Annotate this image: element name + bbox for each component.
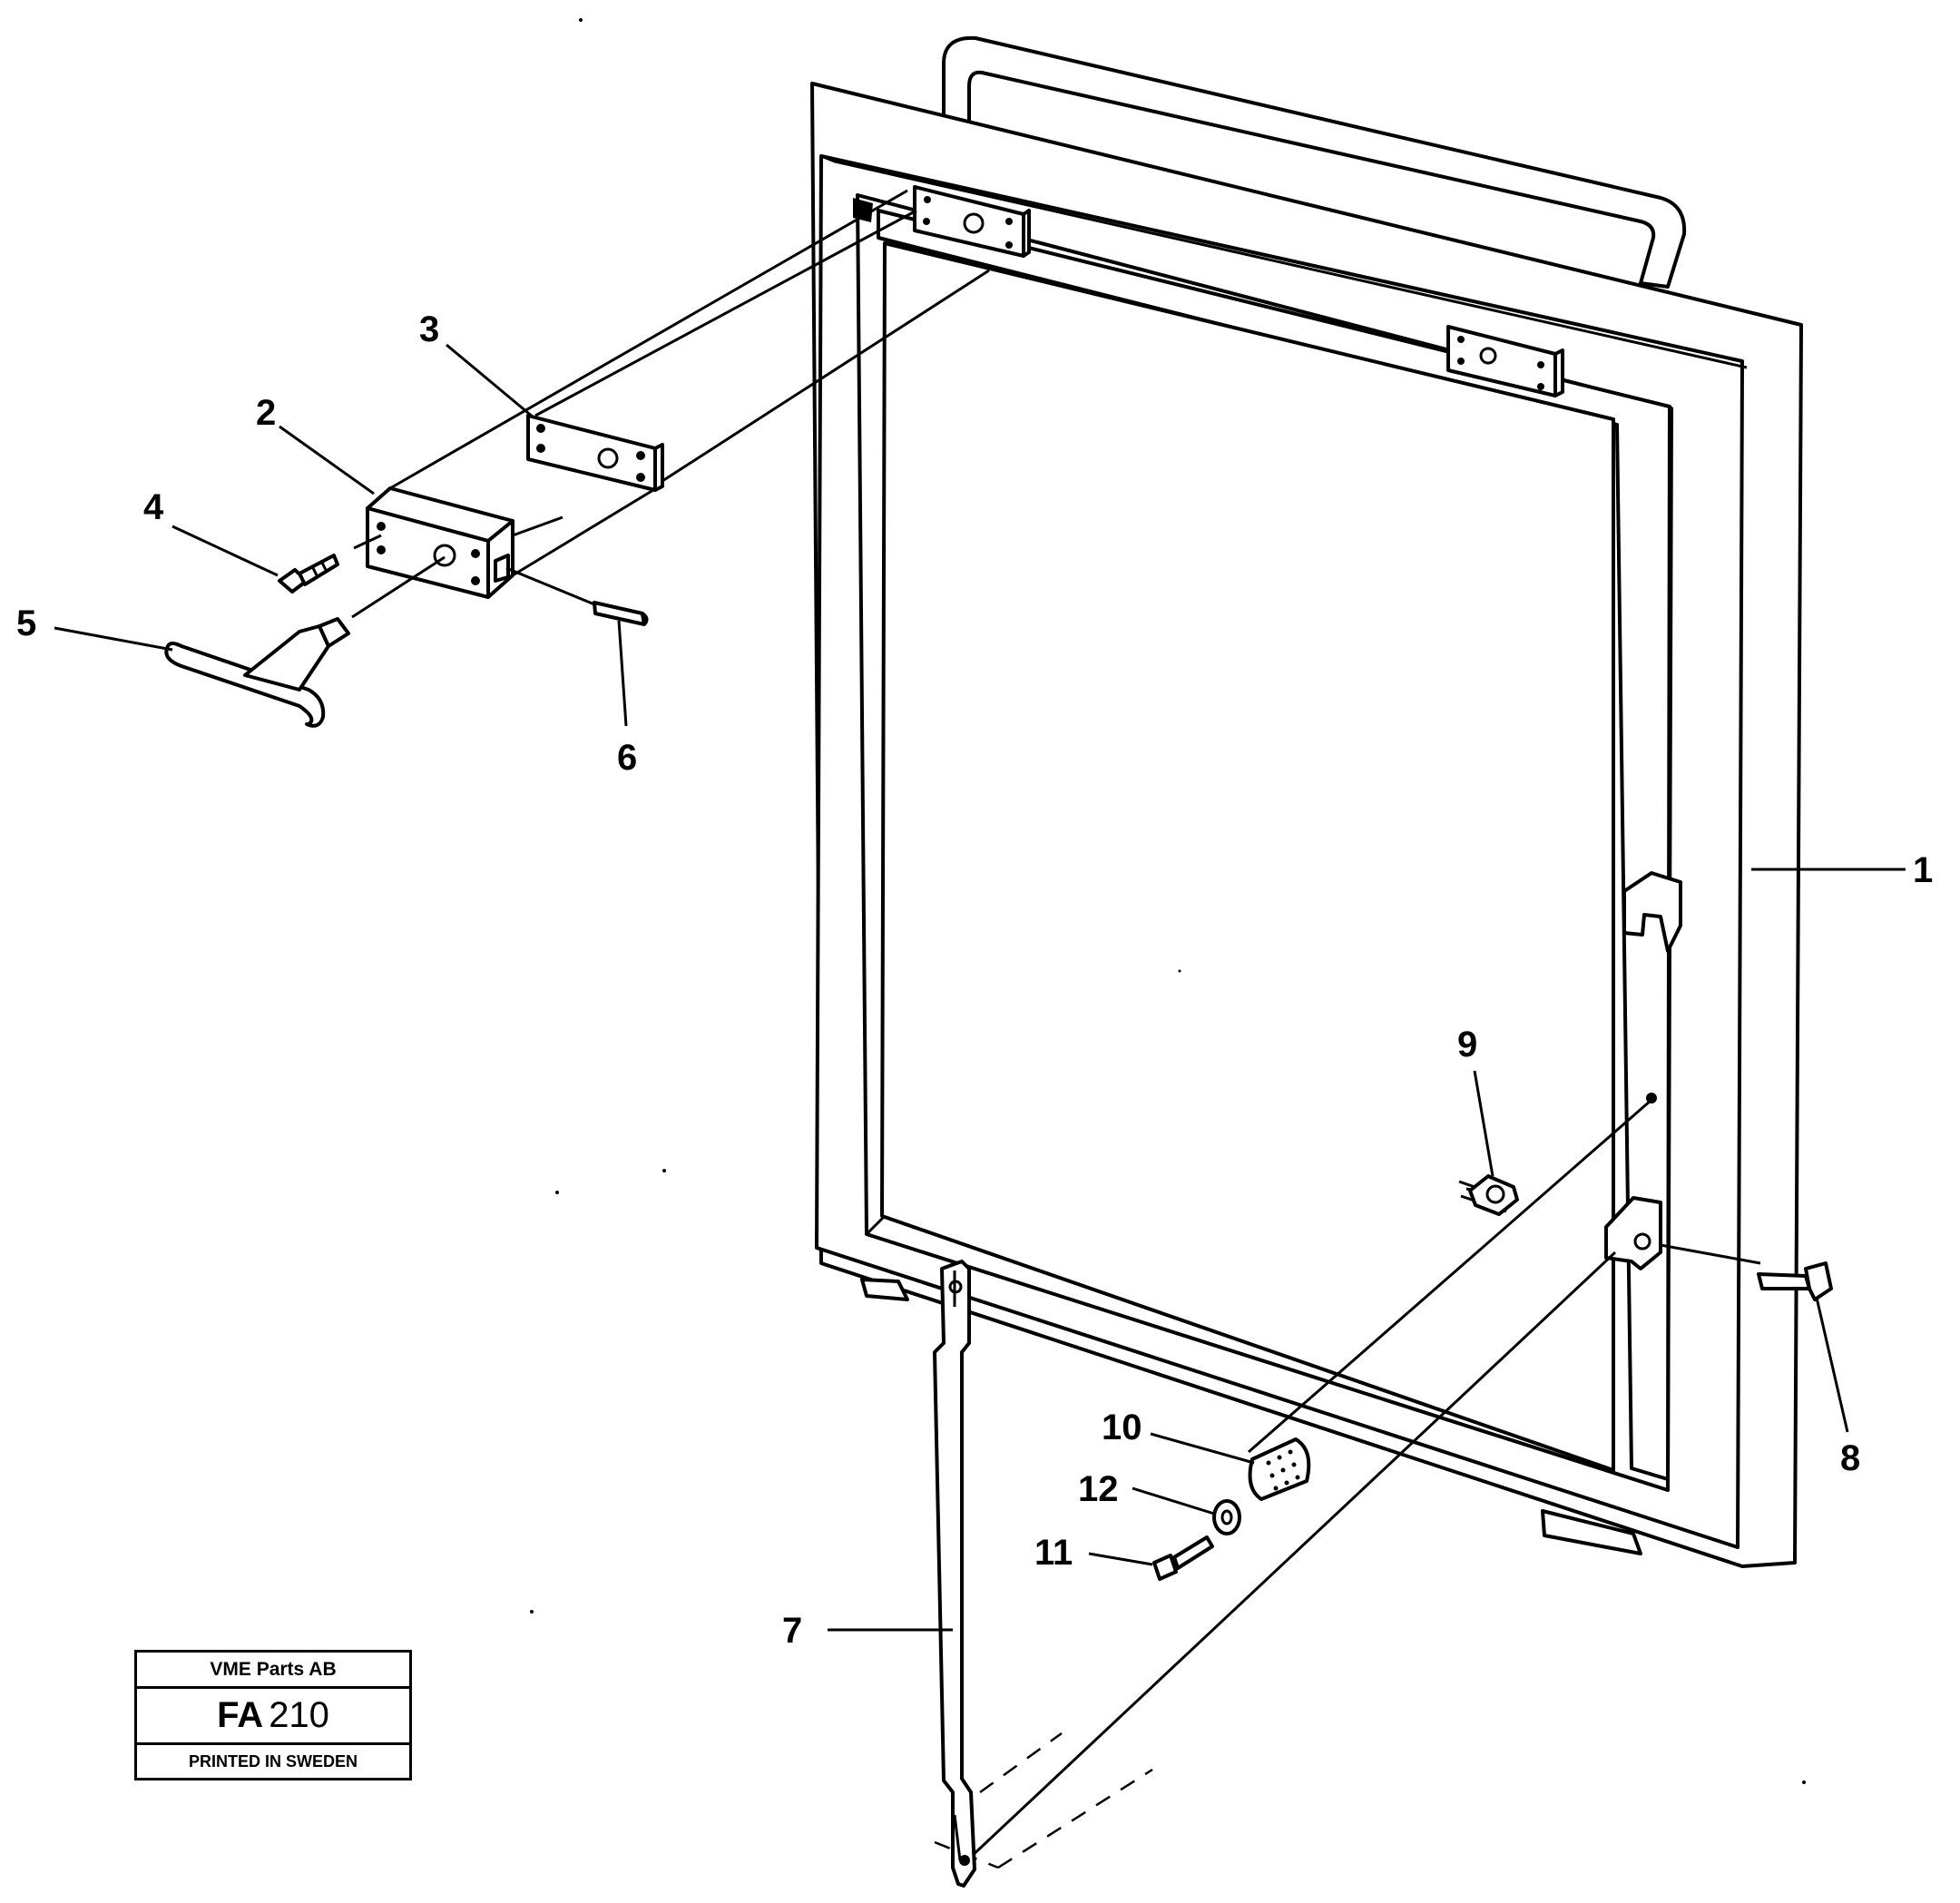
callout-1: 1 (1913, 850, 1933, 890)
callout-3: 3 (419, 309, 439, 349)
callout-11: 11 (1034, 1533, 1073, 1573)
part-3-plate (526, 414, 664, 492)
frame-handle (942, 35, 1687, 289)
callout-2: 2 (256, 393, 276, 433)
callout-10: 10 (1102, 1408, 1142, 1447)
leader-lines (54, 343, 1906, 1632)
part-10-knurled-sleeve (1248, 1437, 1311, 1501)
title-block-printed: PRINTED IN SWEDEN (188, 1751, 358, 1771)
callout-12: 12 (1078, 1469, 1119, 1509)
title-block-company: VME Parts AB (137, 1653, 409, 1689)
part-11-screw (1152, 1535, 1214, 1581)
callout-6: 6 (617, 738, 637, 778)
frame-side-bracket-lower (1604, 1196, 1662, 1270)
callout-7: 7 (782, 1611, 802, 1651)
frame-hinge-block-right (1446, 325, 1564, 397)
part-12-washer (1212, 1499, 1241, 1535)
part-2-block (366, 486, 514, 599)
title-block: VME Parts AB FA 210 PRINTED IN SWEDEN (134, 1650, 412, 1780)
callout-4: 4 (143, 487, 164, 527)
part-5-t-key (164, 617, 350, 728)
callout-8: 8 (1840, 1438, 1860, 1478)
title-block-code: FA 210 (137, 1689, 409, 1745)
callout-5: 5 (16, 603, 36, 643)
frame-hinge-block-left (913, 185, 1031, 258)
part-6-pin (593, 601, 649, 626)
part-8-bolt (1757, 1261, 1833, 1301)
callout-9: 9 (1457, 1025, 1477, 1064)
frame-side-bracket-upper (1622, 871, 1682, 953)
callouts: 1 2 3 4 5 6 7 8 9 10 11 12 (16, 309, 1933, 1651)
scan-specks (530, 18, 1806, 1784)
title-block-code-prefix: FA (217, 1695, 264, 1735)
part-7-stay-rod (933, 1260, 976, 1888)
title-block-code-number: 210 (269, 1695, 329, 1735)
part-9-nut (1468, 1174, 1519, 1216)
part-4-screw (278, 554, 339, 593)
